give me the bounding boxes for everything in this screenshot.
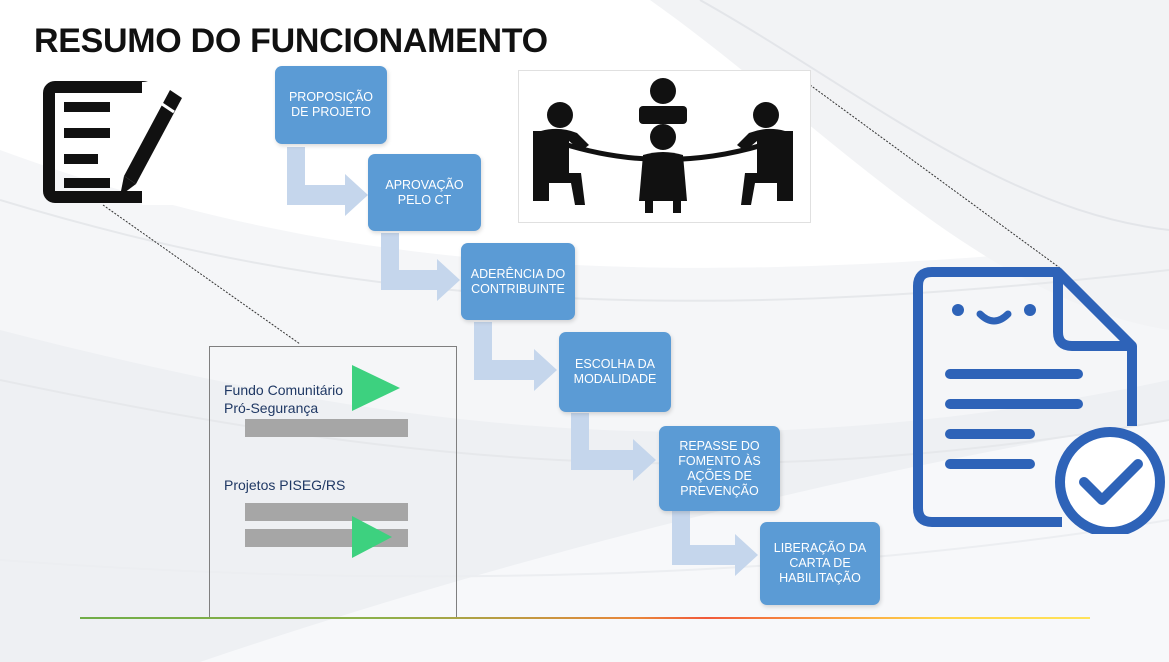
progress-bar: [245, 503, 408, 521]
connector-arrow: [571, 413, 656, 481]
connector-arrow: [672, 509, 758, 576]
progress-bar: [245, 419, 408, 437]
step-label: FOMENTO ÀS: [678, 453, 761, 468]
page-title: RESUMO DO FUNCIONAMENTO: [34, 22, 548, 60]
step-label: ADERÊNCIA DO: [470, 266, 566, 281]
footer-gradient-line: [80, 617, 1090, 619]
connector-arrow: [381, 233, 460, 301]
step-label: APROVAÇÃO: [385, 177, 464, 192]
step-label: CARTA DE: [789, 556, 851, 570]
meeting-picture: [518, 70, 811, 223]
fund-label-line: Pró-Segurança: [224, 400, 319, 416]
connector-arrow: [474, 322, 557, 391]
step-label: PELO CT: [397, 192, 452, 207]
step-label: ESCOLHA DA: [575, 357, 655, 371]
fund-label: Fundo Comunitário Pró-Segurança: [224, 381, 343, 417]
step-label: DE PROJETO: [291, 105, 371, 119]
step-label: MODALIDADE: [573, 372, 657, 386]
step-label: AÇÕES DE: [687, 468, 752, 483]
step-label: PROPOSIÇÃO: [288, 90, 374, 104]
document-edit-icon: [43, 81, 182, 205]
step-label: LIBERAÇÃO DA: [773, 541, 867, 555]
play-arrow-icon: [352, 516, 392, 558]
connector-arrow: [287, 147, 368, 216]
step-label: PREVENÇÃO: [680, 483, 759, 498]
step-label: REPASSE DO: [679, 438, 760, 453]
projects-label: Projetos PISEG/RS: [224, 477, 346, 493]
meeting-table-icon: [533, 78, 793, 213]
dotted-leader-left: [102, 204, 301, 345]
dotted-leader-right: [809, 84, 1061, 269]
play-arrow-icon: [352, 365, 400, 411]
fund-label-line: Fundo Comunitário: [224, 382, 344, 398]
step-label: CONTRIBUINTE: [471, 281, 565, 296]
document-approved-icon: [913, 267, 1165, 534]
step-label: HABILITAÇÃO: [779, 571, 861, 585]
